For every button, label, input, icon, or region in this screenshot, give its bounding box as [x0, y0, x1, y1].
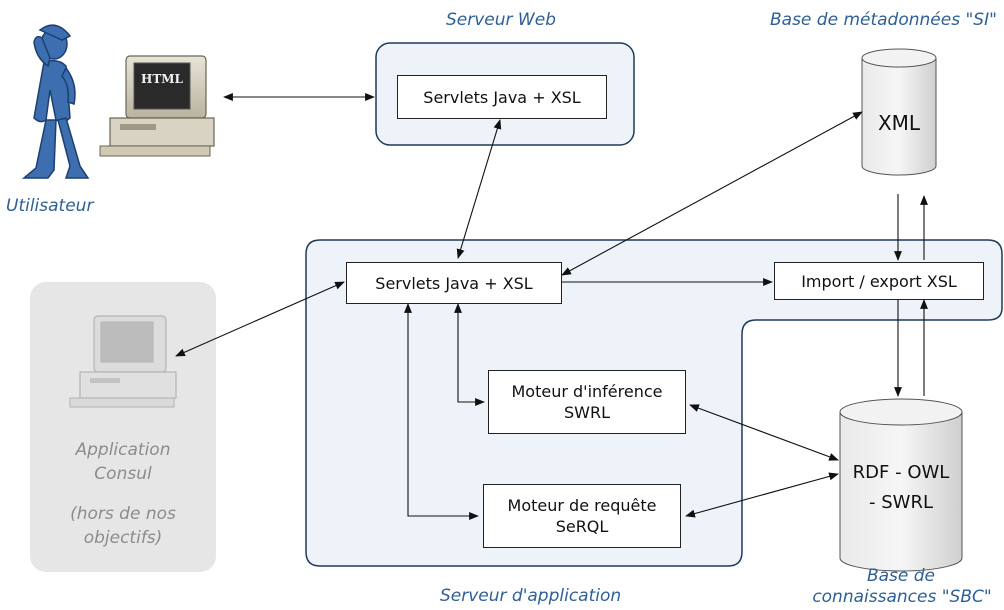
rdf-line-2: - SWRL: [869, 492, 933, 513]
consul-computer-icon: [69, 315, 177, 408]
label-web-server: Serveur Web: [446, 10, 556, 30]
consul-line-2: Consul: [94, 464, 152, 484]
query-line-1: Moteur de requête: [507, 496, 657, 515]
user-person-icon: [21, 24, 90, 179]
consul-line-3: (hors de nos: [70, 504, 176, 524]
arrow-query-rdf: [685, 472, 839, 518]
client-computer-icon: [99, 55, 215, 157]
web-servlets-box: Servlets Java + XSL: [397, 75, 607, 119]
rdf-db-label: RDF - OWL - SWRL: [840, 458, 962, 518]
xml-database-cylinder: [861, 48, 937, 176]
label-metadata-db: Base de métadonnées "SI": [770, 10, 997, 30]
arrow-web-app: [456, 119, 502, 259]
label-app-server: Serveur d'application: [440, 586, 622, 606]
app-servlets-box: Servlets Java + XSL: [346, 262, 562, 304]
arrow-app-query: [404, 303, 479, 520]
arrow-xml-app: [561, 111, 863, 276]
inference-line-2: SWRL: [563, 403, 610, 422]
connection-arrows: [175, 93, 928, 520]
consul-label: Application Consul (hors de nos objectif…: [40, 438, 206, 550]
arrow-inference-rdf: [689, 404, 839, 461]
rdf-line-1: RDF - OWL: [852, 462, 950, 483]
import-export-box: Import / export XSL: [774, 262, 984, 300]
inference-engine-box: Moteur d'inférence SWRL: [488, 370, 686, 434]
consul-panel: [30, 282, 216, 572]
label-user: Utilisateur: [6, 196, 94, 216]
client-monitor-html-text: HTML: [141, 72, 183, 86]
label-kb-line2: connaissances "SBC": [812, 587, 992, 607]
xml-db-label: XML: [877, 111, 921, 135]
label-kb-line1: Base de: [866, 566, 936, 586]
consul-line-1: Application: [75, 440, 171, 460]
consul-line-4: objectifs): [83, 528, 163, 548]
inference-line-1: Moteur d'inférence: [511, 382, 663, 401]
rdf-database-cylinder: [839, 398, 963, 572]
query-engine-box: Moteur de requête SeRQL: [483, 484, 681, 548]
query-line-2: SeRQL: [555, 517, 609, 536]
arrow-consul-app: [175, 281, 345, 357]
